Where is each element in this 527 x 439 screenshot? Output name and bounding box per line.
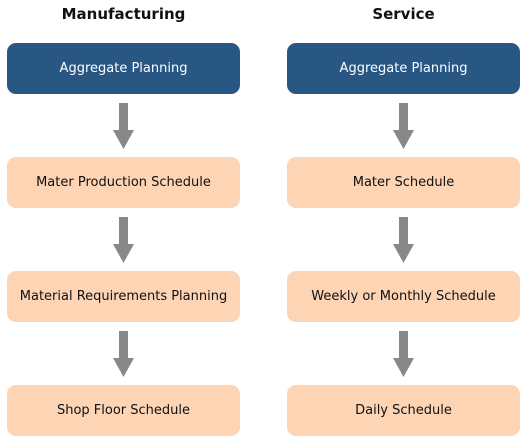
arrow-down-icon xyxy=(393,217,414,263)
manufacturing-step-aggregate-planning: Aggregate Planning xyxy=(7,43,240,94)
manufacturing-step-shop-floor-schedule: Shop Floor Schedule xyxy=(7,385,240,436)
arrow-down-icon xyxy=(393,103,414,149)
service-column: Service Aggregate Planning Mater Schedul… xyxy=(287,0,520,439)
manufacturing-heading: Manufacturing xyxy=(61,5,186,23)
arrow-down-icon xyxy=(113,103,134,149)
manufacturing-column: Manufacturing Aggregate Planning Mater P… xyxy=(7,0,240,439)
arrow-down-icon xyxy=(113,331,134,377)
service-heading: Service xyxy=(372,5,435,23)
service-step-daily-schedule: Daily Schedule xyxy=(287,385,520,436)
manufacturing-step-master-production-schedule: Mater Production Schedule xyxy=(7,157,240,208)
service-step-master-schedule: Mater Schedule xyxy=(287,157,520,208)
arrow-down-icon xyxy=(393,331,414,377)
service-step-aggregate-planning: Aggregate Planning xyxy=(287,43,520,94)
arrow-down-icon xyxy=(113,217,134,263)
manufacturing-step-material-requirements-planning: Material Requirements Planning xyxy=(7,271,240,322)
service-step-weekly-or-monthly-schedule: Weekly or Monthly Schedule xyxy=(287,271,520,322)
